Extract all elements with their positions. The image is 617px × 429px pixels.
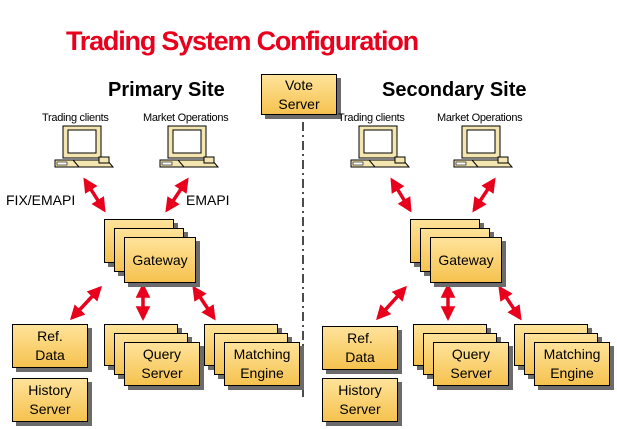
matching-engine-box: Matching Engine bbox=[224, 342, 300, 386]
gateway-label: Gateway bbox=[438, 251, 494, 268]
history-server-box: History Server bbox=[12, 378, 88, 422]
gateway-label: Gateway bbox=[132, 251, 188, 268]
arrow-gateway-matching bbox=[192, 285, 216, 321]
matching-engine-box: Matching Engine bbox=[534, 342, 610, 386]
page-title: Trading System Configuration bbox=[66, 26, 419, 56]
vote-server-box: Vote Server bbox=[261, 74, 337, 115]
computer-icon bbox=[159, 125, 219, 168]
arrow-trading-gateway bbox=[390, 177, 412, 213]
arrow-marketops-gateway bbox=[472, 177, 496, 213]
matching-engine-label: Matching Engine bbox=[233, 346, 291, 381]
computer-icon bbox=[54, 125, 114, 168]
fix-emapi-label: FIX/EMAPI bbox=[6, 192, 76, 208]
primary-market-operations-label: Market Operations bbox=[143, 112, 229, 124]
history-server-box: History Server bbox=[322, 378, 398, 422]
arrow-marketops-gateway bbox=[165, 177, 189, 213]
history-server-label: History Server bbox=[28, 382, 72, 417]
ref-data-label: Ref. Data bbox=[35, 328, 65, 363]
gateway-box: Gateway bbox=[430, 237, 502, 283]
secondary-market-operations-label: Market Operations bbox=[437, 112, 523, 124]
history-server-label: History Server bbox=[338, 382, 382, 417]
computer-icon bbox=[453, 125, 513, 168]
ref-data-box: Ref. Data bbox=[322, 326, 398, 370]
query-server-box: Query Server bbox=[433, 342, 509, 386]
ref-data-box: Ref. Data bbox=[12, 324, 88, 368]
arrow-gateway-refdata bbox=[376, 285, 407, 321]
arrow-gateway-matching bbox=[498, 285, 522, 321]
query-server-label: Query Server bbox=[450, 346, 492, 381]
primary-trading-clients-label: Trading clients bbox=[42, 112, 109, 124]
secondary-trading-clients-label: Trading clients bbox=[338, 112, 405, 124]
query-server-box: Query Server bbox=[124, 342, 200, 386]
primary-site-label: Primary Site bbox=[108, 79, 225, 101]
secondary-site-label: Secondary Site bbox=[382, 79, 527, 101]
query-server-label: Query Server bbox=[141, 346, 183, 381]
vote-server-label: Vote Server bbox=[278, 76, 320, 112]
arrow-gateway-refdata bbox=[69, 285, 103, 321]
arrow-trading-gateway bbox=[83, 177, 106, 213]
emapi-label: EMAPI bbox=[186, 192, 230, 208]
matching-engine-label: Matching Engine bbox=[543, 346, 601, 381]
computer-icon bbox=[350, 125, 410, 168]
gateway-box: Gateway bbox=[124, 237, 196, 283]
ref-data-label: Ref. Data bbox=[345, 330, 375, 365]
